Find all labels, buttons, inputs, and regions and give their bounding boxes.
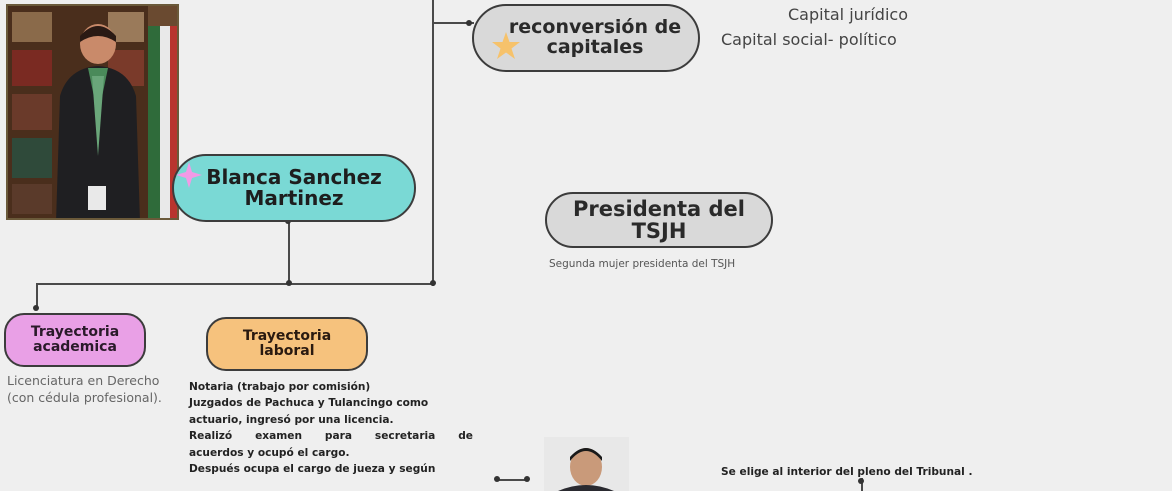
connector-from-main-node [288, 220, 290, 284]
star-icon [492, 32, 520, 59]
blanca-sanchez-line1: Blanca Sanchez [206, 165, 382, 189]
connector-dot [494, 476, 500, 482]
labor-text-line: Juzgados de Pachuca y Tulancingo como [189, 397, 429, 410]
connector-dot [466, 20, 472, 26]
connector-to-second-photo [497, 479, 527, 481]
trayectoria-academica-line2: academica [33, 339, 117, 355]
presidenta-tsjh-node[interactable]: Presidenta del TSJH [545, 192, 773, 248]
reconversion-node-line1: reconversión de [508, 16, 682, 39]
academic-text-line1: Licenciatura en Derecho [7, 373, 160, 388]
capital-juridico: Capital jurídico [788, 5, 908, 24]
capital-social-politico: Capital social- político [721, 30, 897, 49]
reconversion-node-line2: capitales [546, 36, 644, 58]
labor-text: Notaria (trabajo por comisión) Juzgados … [189, 379, 473, 477]
connector-vertical-main [432, 0, 434, 286]
blanca-sanchez-node[interactable]: Blanca Sanchez Martinez [172, 154, 416, 222]
labor-text-line: acuerdos y ocupó el cargo. [189, 446, 350, 459]
connector-tribunal [861, 478, 863, 491]
connector-dot [524, 476, 530, 482]
connector-dot [286, 280, 292, 286]
tribunal-text: Se elige al interior del pleno del Tribu… [721, 466, 973, 478]
connector-horizontal-branch [36, 283, 434, 285]
portrait-photo [6, 4, 179, 220]
connector-to-top-node [432, 22, 474, 24]
trayectoria-academica-line1: Trayectoria [30, 324, 120, 341]
connector-to-academic [36, 283, 38, 309]
labor-text-line: actuario, ingresó por una licencia. [189, 413, 394, 426]
trayectoria-laboral-line2: laboral [259, 343, 315, 359]
second-portrait-photo [544, 437, 629, 491]
reconversion-node[interactable]: reconversión de capitales [472, 4, 700, 72]
labor-text-line: Notaria (trabajo por comisión) [189, 381, 371, 393]
blanca-sanchez-line2: Martinez [244, 186, 344, 210]
trayectoria-laboral-line1: Trayectoria [242, 328, 332, 345]
labor-text-line: Realizó examen para secretaria de [189, 430, 473, 443]
sparkle-icon [176, 162, 202, 188]
presidenta-tsjh-label: Presidenta del TSJH [573, 196, 745, 243]
connector-dot [33, 305, 39, 311]
trayectoria-laboral-node[interactable]: Trayectoria laboral [206, 317, 368, 371]
trayectoria-academica-node[interactable]: Trayectoria academica [4, 313, 146, 367]
presidenta-caption: Segunda mujer presidenta del TSJH [549, 258, 736, 270]
labor-text-line: Después ocupa el cargo de jueza y según [189, 463, 436, 476]
academic-text-line2: (con cédula profesional). [7, 390, 162, 405]
connector-dot [430, 280, 436, 286]
connector-dot [858, 478, 864, 484]
